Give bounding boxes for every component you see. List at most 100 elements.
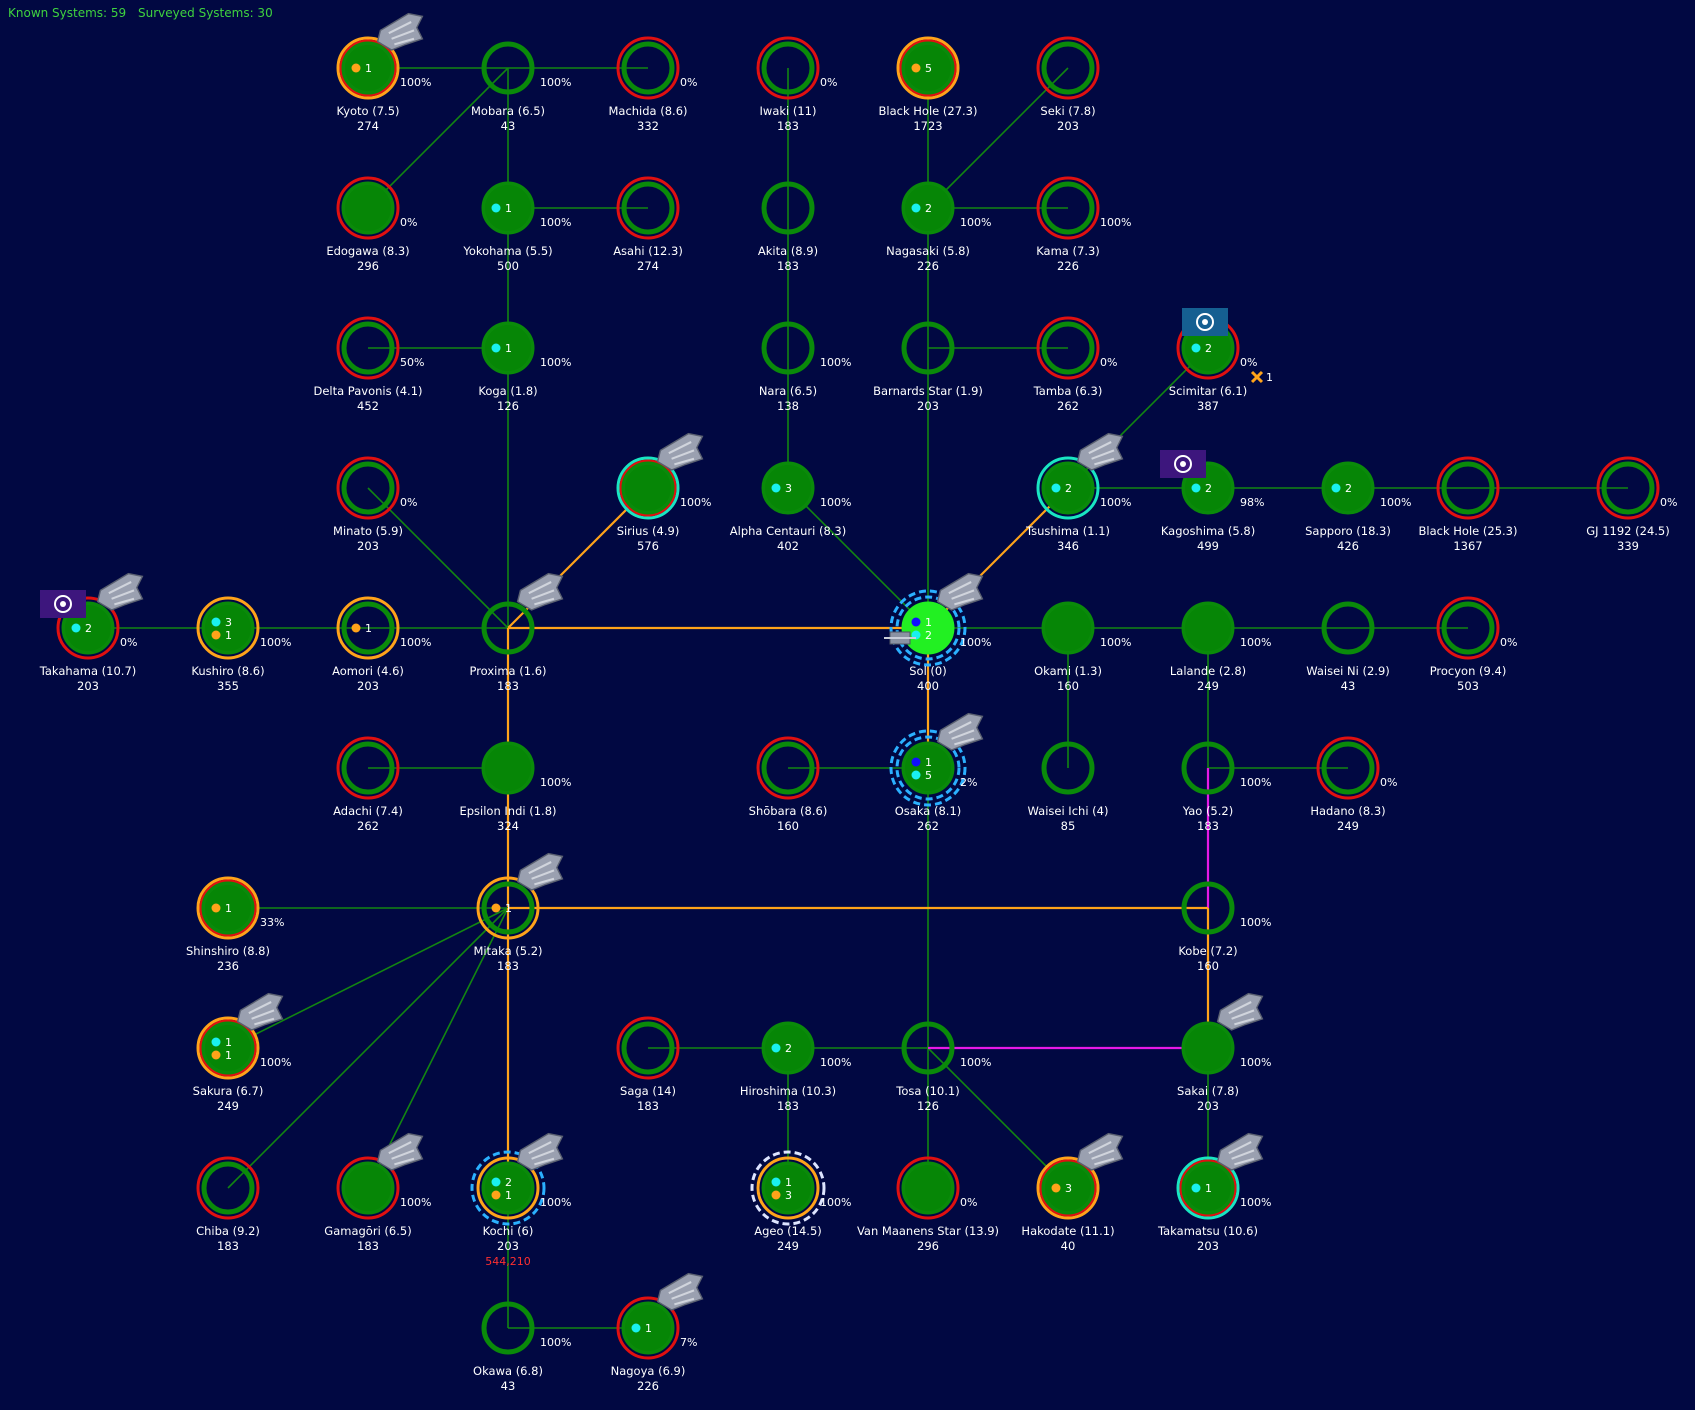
system-name: Yao (5.2) <box>1182 804 1233 818</box>
system-value: 183 <box>497 679 519 693</box>
system-value: 203 <box>497 1239 519 1253</box>
star-flag-icon[interactable] <box>1160 450 1206 478</box>
system-ring <box>621 181 675 235</box>
system-name: Shinshiro (8.8) <box>186 944 270 958</box>
system-seki[interactable]: Seki (7.8)203 <box>1036 36 1100 133</box>
survey-percent: 0% <box>1500 636 1517 649</box>
system-body <box>1185 1025 1231 1071</box>
system-blackhole2[interactable]: Black Hole (25.3)1367 <box>1419 456 1518 553</box>
stats-header: Known Systems: 59 Surveyed Systems: 30 <box>8 6 281 20</box>
system-name: Sol (0) <box>909 664 946 678</box>
cyan-population-dot <box>491 203 501 213</box>
cyan-population-dot <box>1051 483 1061 493</box>
dot-count: 1 <box>225 902 232 915</box>
system-waiseini[interactable]: Waisei Ni (2.9)43 <box>1306 601 1390 693</box>
survey-percent: 0% <box>400 216 417 229</box>
eye-flag-icon[interactable] <box>1182 308 1228 336</box>
system-value: 183 <box>777 119 799 133</box>
star-flag-icon[interactable] <box>40 590 86 618</box>
system-waiseiichi[interactable]: Waisei Ichi (4)85 <box>1028 741 1109 833</box>
system-ring <box>1601 461 1655 515</box>
system-saga[interactable]: Saga (14)183 <box>616 1016 680 1113</box>
jump-link-sakura-mitaka <box>227 907 509 1049</box>
system-ring <box>341 1161 395 1215</box>
system-ring <box>761 181 815 235</box>
system-barnards[interactable]: Barnards Star (1.9)203 <box>873 321 983 413</box>
system-value: 249 <box>217 1099 239 1113</box>
system-ring <box>761 41 815 95</box>
system-adachi[interactable]: Adachi (7.4)262 <box>333 736 403 833</box>
system-akita[interactable]: Akita (8.9)183 <box>758 181 818 273</box>
survey-percent: 100% <box>400 1196 431 1209</box>
unsurveyed-ring <box>336 456 400 520</box>
ship-icon <box>1216 1132 1264 1172</box>
system-chiba[interactable]: Chiba (9.2)183 <box>196 1156 260 1253</box>
system-name: Koga (1.8) <box>478 384 537 398</box>
system-asahi[interactable]: Asahi (12.3)274 <box>613 176 683 273</box>
ship-icon <box>936 712 984 752</box>
system-value: 203 <box>357 679 379 693</box>
system-ring <box>201 1021 255 1075</box>
fleet-ring <box>196 876 260 940</box>
system-value: 296 <box>917 1239 939 1253</box>
system-shobara[interactable]: Shōbara (8.6)160 <box>749 736 828 833</box>
system-ring <box>1181 461 1235 515</box>
system-name: Nara (6.5) <box>759 384 817 398</box>
system-name: Gamagōri (6.5) <box>324 1224 411 1238</box>
system-ring <box>61 601 115 655</box>
system-proxima[interactable]: Proxima (1.6)183 <box>469 572 564 693</box>
unsurveyed-ring <box>1316 736 1380 800</box>
ship-icon <box>376 12 424 52</box>
system-value: 400 <box>917 679 939 693</box>
cyan-population-dot <box>771 1177 781 1187</box>
